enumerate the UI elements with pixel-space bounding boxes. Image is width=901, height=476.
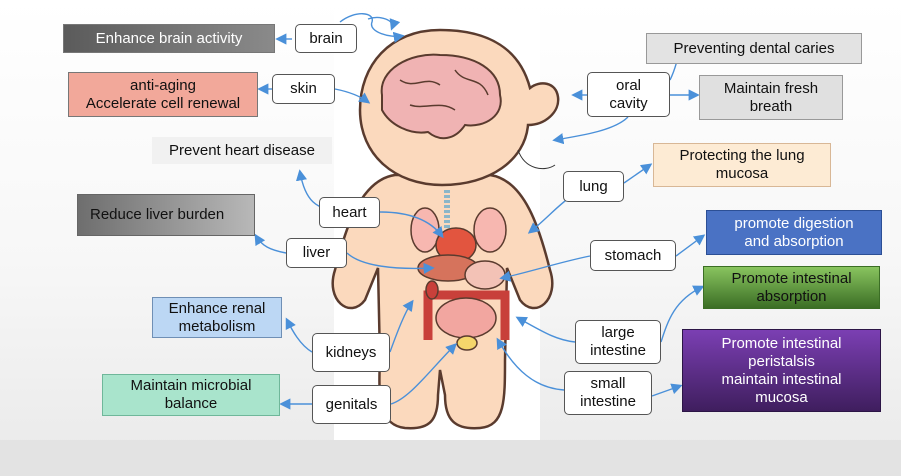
organ-label-lung: lung	[563, 171, 624, 202]
lung-right	[474, 208, 506, 252]
benefit-large-intestine: Promote intestinal absorption	[703, 266, 880, 309]
organ-label-small-intestine: small intestine	[564, 371, 652, 415]
benefit-heart: Prevent heart disease	[152, 137, 332, 164]
organ-label-skin: skin	[272, 74, 335, 104]
benefit-small-intestine: Promote intestinal peristalsis maintain …	[682, 329, 881, 412]
bladder-organ	[457, 336, 477, 350]
benefit-genitals: Maintain microbial balance	[102, 374, 280, 416]
benefit-oral-cavity-caries: Preventing dental caries	[646, 33, 862, 64]
organ-label-brain: brain	[295, 24, 357, 53]
organ-label-oral-cavity: oral cavity	[587, 72, 670, 117]
lung-left	[411, 208, 439, 252]
organ-label-stomach: stomach	[590, 240, 676, 271]
benefit-lung: Protecting the lung mucosa	[653, 143, 831, 187]
benefit-liver: Reduce liver burden	[77, 194, 255, 236]
organ-label-liver: liver	[286, 238, 347, 268]
benefit-skin: anti-aging Accelerate cell renewal	[68, 72, 258, 117]
benefit-oral-cavity-breath: Maintain fresh breath	[699, 75, 843, 120]
organ-label-heart: heart	[319, 197, 380, 228]
benefit-stomach: promote digestion and absorption	[706, 210, 882, 255]
benefit-kidneys: Enhance renal metabolism	[152, 297, 282, 338]
small-intestine-organ	[436, 298, 496, 338]
organ-label-kidneys: kidneys	[312, 333, 390, 372]
organ-label-genitals: genitals	[312, 385, 391, 424]
organ-label-large-intestine: large intestine	[575, 320, 661, 364]
benefit-brain: Enhance brain activity	[63, 24, 275, 53]
stomach-organ	[465, 261, 505, 289]
kidney-left	[426, 281, 438, 299]
